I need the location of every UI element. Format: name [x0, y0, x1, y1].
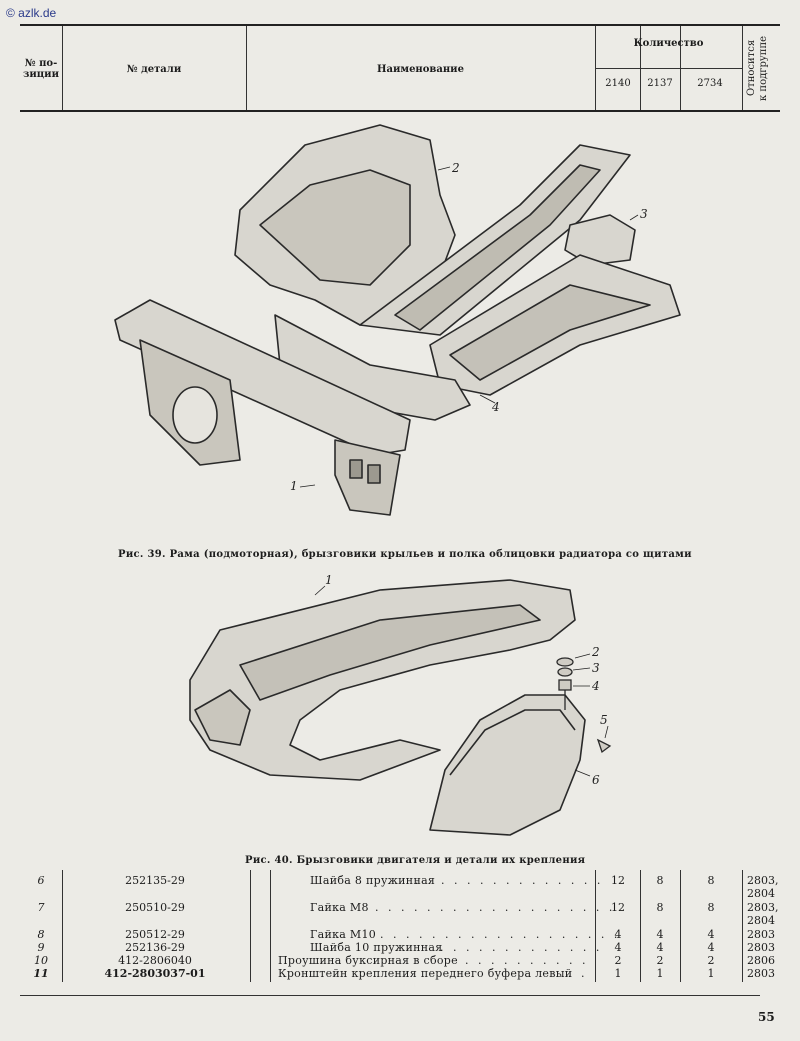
parts-table: 6 252135-29 Шайба 8 пружинная . . . . . …: [20, 870, 780, 990]
figure-40-drawing: 1 2 3 4 5 6: [189, 573, 612, 836]
header-qty-2140: 2140: [605, 78, 631, 89]
figure-39-drawing: 1 2 3 4: [114, 124, 681, 516]
figure-39-caption: Рис. 39. Рама (подмоторная), брызговики …: [118, 549, 692, 560]
page-footer-rule: [20, 995, 760, 996]
header-quantity: Количество: [633, 38, 704, 49]
figure-40-caption: Рис. 40. Брызговики двигателя и детали и…: [245, 855, 586, 866]
header-subgroup: Относится к подгруппе: [746, 35, 769, 101]
header-part-number: № детали: [126, 64, 182, 75]
header-position: № по- зиции: [22, 58, 60, 80]
fig39-label-1: 1: [290, 479, 298, 493]
table-row: 7 250510-29 Гайка М8 . . . . . . . . . .…: [37, 901, 779, 927]
fig40-label-2: 2: [591, 645, 600, 659]
fig40-label-1: 1: [325, 573, 333, 587]
fig39-label-3: 3: [640, 207, 648, 221]
page-number: 55: [758, 1010, 775, 1024]
header-qty-2734: 2734: [697, 78, 723, 89]
watermark: © azlk.de: [6, 6, 57, 20]
fig40-label-3: 3: [592, 661, 600, 675]
table-header: № по- зиции № детали Наименование Количе…: [20, 24, 780, 112]
fig39-label-4: 4: [491, 400, 500, 414]
table-row: 10 412-2806040 Проушина буксирная в сбор…: [34, 954, 775, 967]
table-row: 11 412-2803037-01 Кронштейн крепления пе…: [33, 967, 775, 980]
fig40-label-5: 5: [600, 713, 608, 727]
table-row: 6 252135-29 Шайба 8 пружинная . . . . . …: [37, 874, 779, 900]
fig40-label-6: 6: [592, 773, 600, 787]
header-qty-2137: 2137: [647, 78, 673, 89]
fig39-label-2: 2: [451, 161, 460, 175]
fig40-label-4: 4: [591, 679, 600, 693]
table-row: 8 250512-29 Гайка М10 . . . . . . . . . …: [37, 928, 776, 941]
table-row: 9 252136-29 Шайба 10 пружинная . . . . .…: [37, 941, 776, 954]
header-name: Наименование: [377, 64, 464, 75]
